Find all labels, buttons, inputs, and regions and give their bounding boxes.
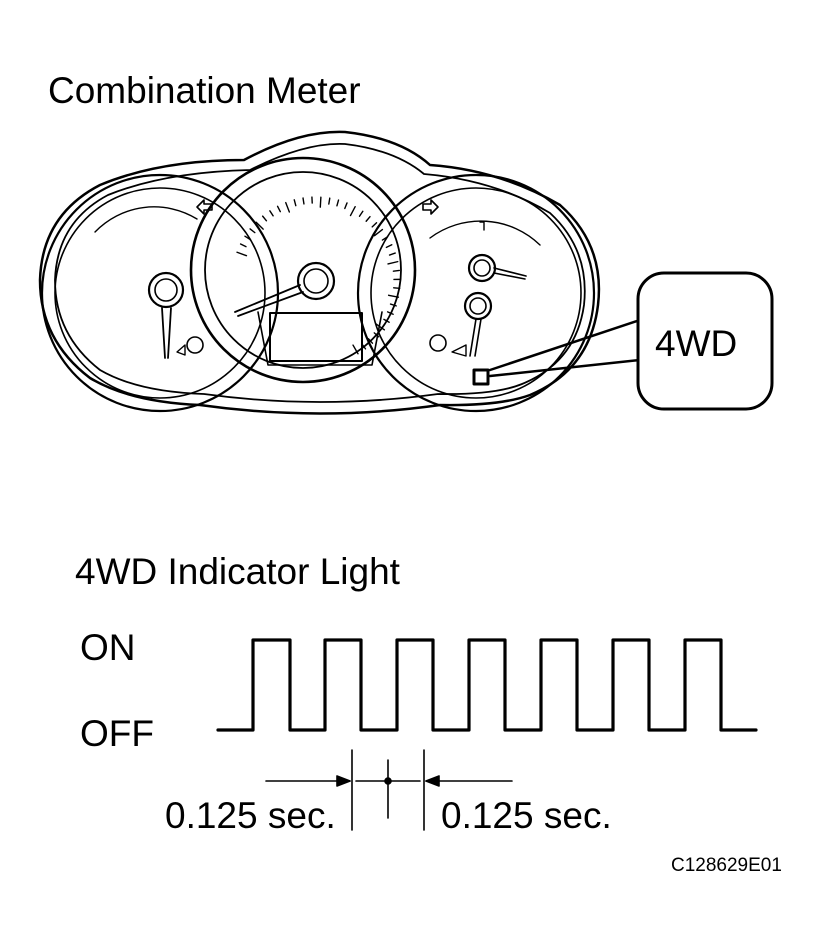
diagram-title: Combination Meter bbox=[48, 70, 361, 111]
4wd-indicator-lamp bbox=[472, 368, 490, 386]
speed-tick bbox=[373, 228, 384, 237]
speed-tick bbox=[387, 260, 399, 265]
state-off-label: OFF bbox=[80, 713, 154, 754]
speed-tick bbox=[393, 287, 401, 290]
speed-tick bbox=[349, 205, 356, 217]
speed-tick bbox=[328, 197, 331, 205]
speed-tick bbox=[392, 269, 401, 272]
speed-tick bbox=[302, 197, 305, 205]
speed-tick bbox=[249, 228, 256, 234]
callout-label: 4WD bbox=[655, 323, 738, 364]
speed-tick bbox=[371, 222, 378, 228]
speed-tick bbox=[285, 201, 291, 213]
left-gauge bbox=[40, 173, 280, 413]
speed-tick bbox=[319, 196, 322, 208]
speed-tick bbox=[373, 332, 380, 338]
speed-tick bbox=[269, 210, 274, 217]
speed-tick bbox=[239, 243, 247, 248]
right-gauge bbox=[356, 173, 596, 413]
speed-tick bbox=[255, 221, 264, 230]
meter-housing-inner bbox=[54, 142, 586, 403]
figure-code: C128629E01 bbox=[671, 855, 782, 876]
speed-tick bbox=[293, 199, 297, 207]
speed-tick bbox=[244, 235, 251, 241]
timing-dimension bbox=[265, 749, 513, 831]
speed-tick bbox=[276, 205, 282, 213]
speed-tick bbox=[261, 215, 268, 222]
speed-tick bbox=[367, 338, 374, 344]
speed-tick bbox=[385, 244, 393, 249]
interval-right-label: 0.125 sec. bbox=[441, 795, 612, 836]
left-arrow-icon bbox=[196, 199, 213, 215]
speed-tick bbox=[352, 344, 359, 355]
right-arrow-icon bbox=[422, 199, 439, 215]
speed-tick bbox=[383, 318, 390, 323]
speed-tick bbox=[389, 303, 397, 307]
4wd-callout-box bbox=[636, 271, 774, 411]
indicator-title: 4WD Indicator Light bbox=[75, 551, 400, 592]
speed-tick bbox=[375, 323, 386, 331]
interval-left-label: 0.125 sec. bbox=[165, 795, 336, 836]
center-gauge-ticks bbox=[236, 196, 401, 355]
indicator-waveform bbox=[216, 638, 758, 732]
speed-tick bbox=[358, 210, 364, 217]
callout-leader bbox=[488, 318, 642, 378]
speed-tick bbox=[361, 343, 367, 350]
speed-tick bbox=[344, 202, 348, 210]
speed-tick bbox=[236, 251, 248, 257]
speed-tick bbox=[387, 294, 400, 298]
state-on-label: ON bbox=[80, 627, 136, 668]
speed-tick bbox=[386, 311, 394, 315]
speed-tick bbox=[388, 252, 396, 256]
speed-tick bbox=[365, 215, 371, 222]
speed-tick bbox=[336, 199, 340, 207]
meter-housing-outer bbox=[38, 130, 601, 415]
center-gauge bbox=[189, 156, 417, 384]
